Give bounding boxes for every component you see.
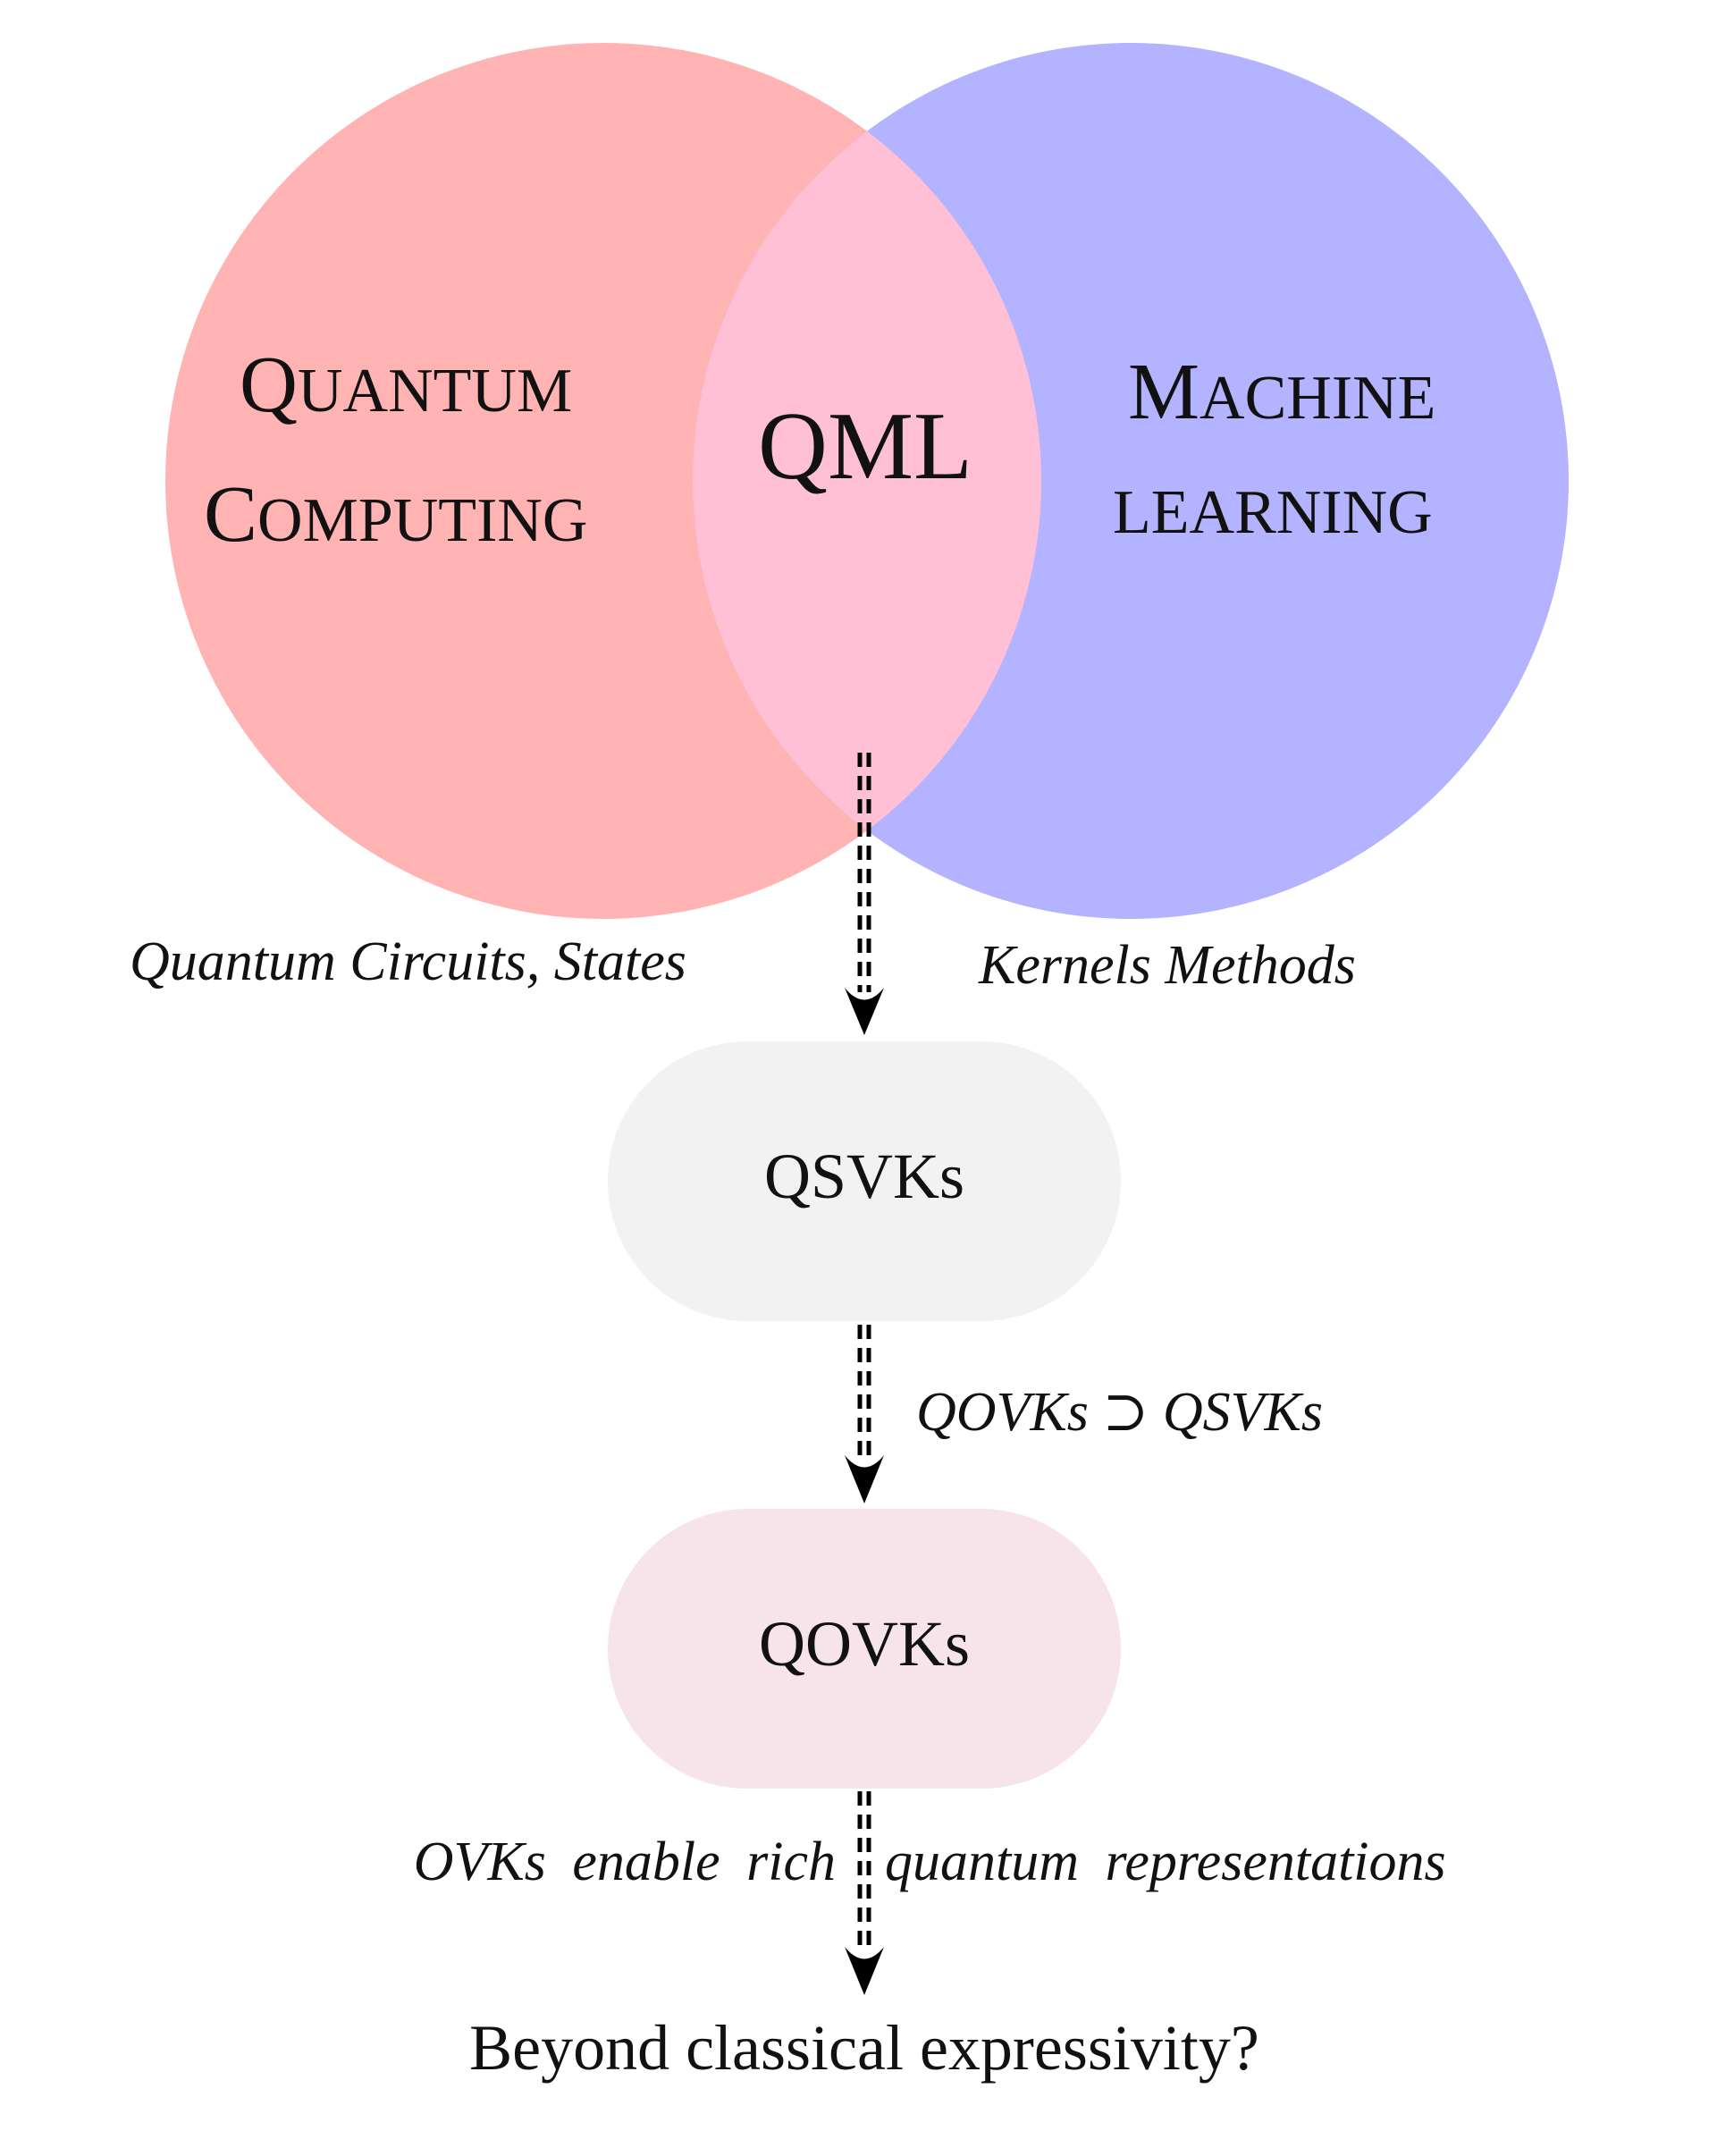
qml-overlap-region (693, 43, 1041, 919)
learning-label: LEARNING (1113, 478, 1433, 547)
arrow-qml-to-qsvk (845, 753, 884, 1035)
subset-annotation: QOVKs ⊃ QSVKs (916, 1382, 1323, 1443)
computing-label: COMPUTING (204, 470, 587, 559)
qsvk-node (608, 1041, 1121, 1321)
arrow-qovk-to-question (845, 1791, 884, 1995)
qsvk-label: QSVKs (764, 1141, 964, 1212)
arrow-qsvk-to-qovk (845, 1325, 884, 1503)
final-question: Beyond classical expressivity? (469, 2012, 1259, 2084)
ovks-enable-annotation: OVKs enable rich (414, 1832, 836, 1892)
kernels-methods-annotation: Kernels Methods (978, 935, 1356, 996)
quantum-circuits-annotation: Quantum Circuits, States (130, 931, 686, 992)
qovk-node (608, 1509, 1121, 1789)
quantum-label: QUANTUM (240, 341, 572, 429)
machine-label: MACHINE (1128, 348, 1435, 436)
qovk-label: QOVKs (759, 1608, 970, 1680)
qml-label: QML (758, 393, 972, 500)
quantum-representations-annotation: quantum representations (885, 1832, 1446, 1892)
